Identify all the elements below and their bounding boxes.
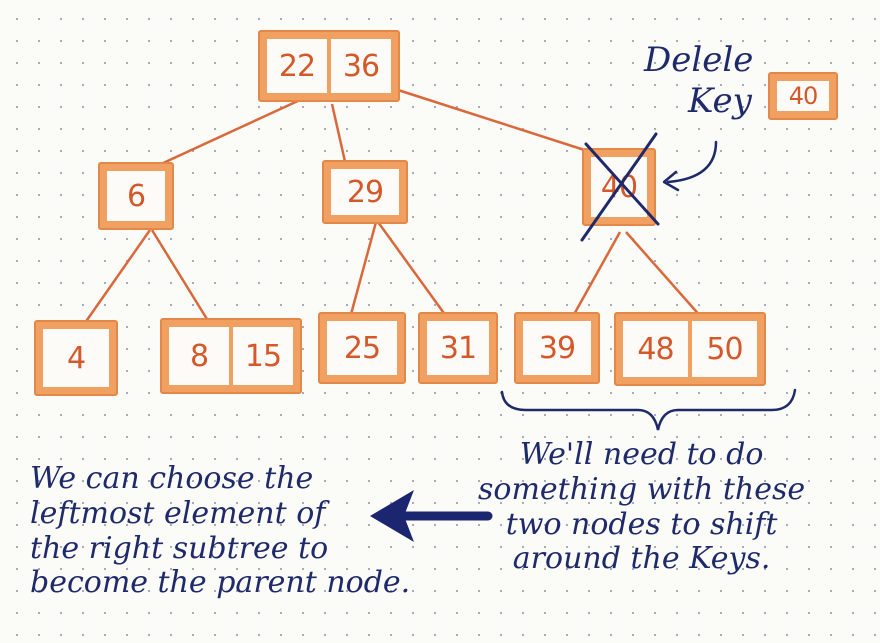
edge-left-leaf-8-15 xyxy=(150,229,212,325)
left-explanation-note: We can choose the leftmost element of th… xyxy=(30,461,411,601)
left-note-line-4: become the parent node. xyxy=(30,565,411,601)
left-arrow-head xyxy=(370,490,414,542)
key-leaf-39: 39 xyxy=(523,321,591,375)
key-leaf-8: 8 xyxy=(169,327,229,385)
key-leaf-4: 4 xyxy=(43,329,109,387)
key-leaf-50: 50 xyxy=(692,321,757,377)
edge-left-leaf-4 xyxy=(78,229,152,331)
key-leaf-31: 31 xyxy=(427,321,489,375)
pointer-arrowhead xyxy=(662,170,680,192)
right-note-line-2: something with these xyxy=(478,471,806,507)
edge-middle-leaf-25 xyxy=(348,221,378,319)
right-note-line-3: two nodes to shift xyxy=(505,506,778,542)
leaf-48-50: 48 50 xyxy=(614,312,766,386)
leaf-39: 39 xyxy=(514,312,600,384)
edge-root-right xyxy=(397,88,601,157)
key-leaf-48: 48 xyxy=(623,321,688,377)
key-root-1: 36 xyxy=(331,39,391,93)
leaf-25: 25 xyxy=(318,312,406,384)
edge-root-middle xyxy=(330,103,348,167)
left-note-line-1: We can choose the xyxy=(30,461,314,496)
edge-middle-leaf-31 xyxy=(376,221,448,317)
key-leaf-15: 15 xyxy=(233,327,293,385)
edge-right-leaf-48-50 xyxy=(625,231,703,319)
brace-under-right-leaves xyxy=(500,388,797,431)
node-root: 22 36 xyxy=(258,30,400,102)
edge-root-left xyxy=(147,98,301,172)
key-left-0: 6 xyxy=(107,171,165,221)
node-middle: 29 xyxy=(322,160,408,224)
cross-out-mark xyxy=(580,132,660,242)
leaf-4: 4 xyxy=(34,320,118,396)
pointer-arrow-to-deleted-node xyxy=(666,140,718,184)
delete-key-value: 40 xyxy=(777,81,829,111)
delete-label-line-2: Key xyxy=(688,80,752,121)
right-note-line-4: around the Keys. xyxy=(512,541,771,577)
right-explanation-note: We'll need to do something with these tw… xyxy=(478,437,806,577)
node-left: 6 xyxy=(98,162,174,230)
leaf-8-15: 8 15 xyxy=(160,318,302,394)
delete-key-label: Delele Key xyxy=(644,40,753,122)
left-note-line-2: leftmost element of xyxy=(30,495,326,531)
edge-right-leaf-39 xyxy=(570,231,622,319)
delete-key-box: 40 xyxy=(768,72,838,120)
left-note-line-3: the right subtree to xyxy=(30,530,329,566)
key-middle-0: 29 xyxy=(331,169,399,215)
leaf-31: 31 xyxy=(418,312,498,384)
delete-label-line-1: Delele xyxy=(644,40,754,80)
key-leaf-25: 25 xyxy=(327,321,397,375)
right-note-line-1: We'll need to do xyxy=(519,437,764,472)
key-root-0: 22 xyxy=(267,39,327,93)
